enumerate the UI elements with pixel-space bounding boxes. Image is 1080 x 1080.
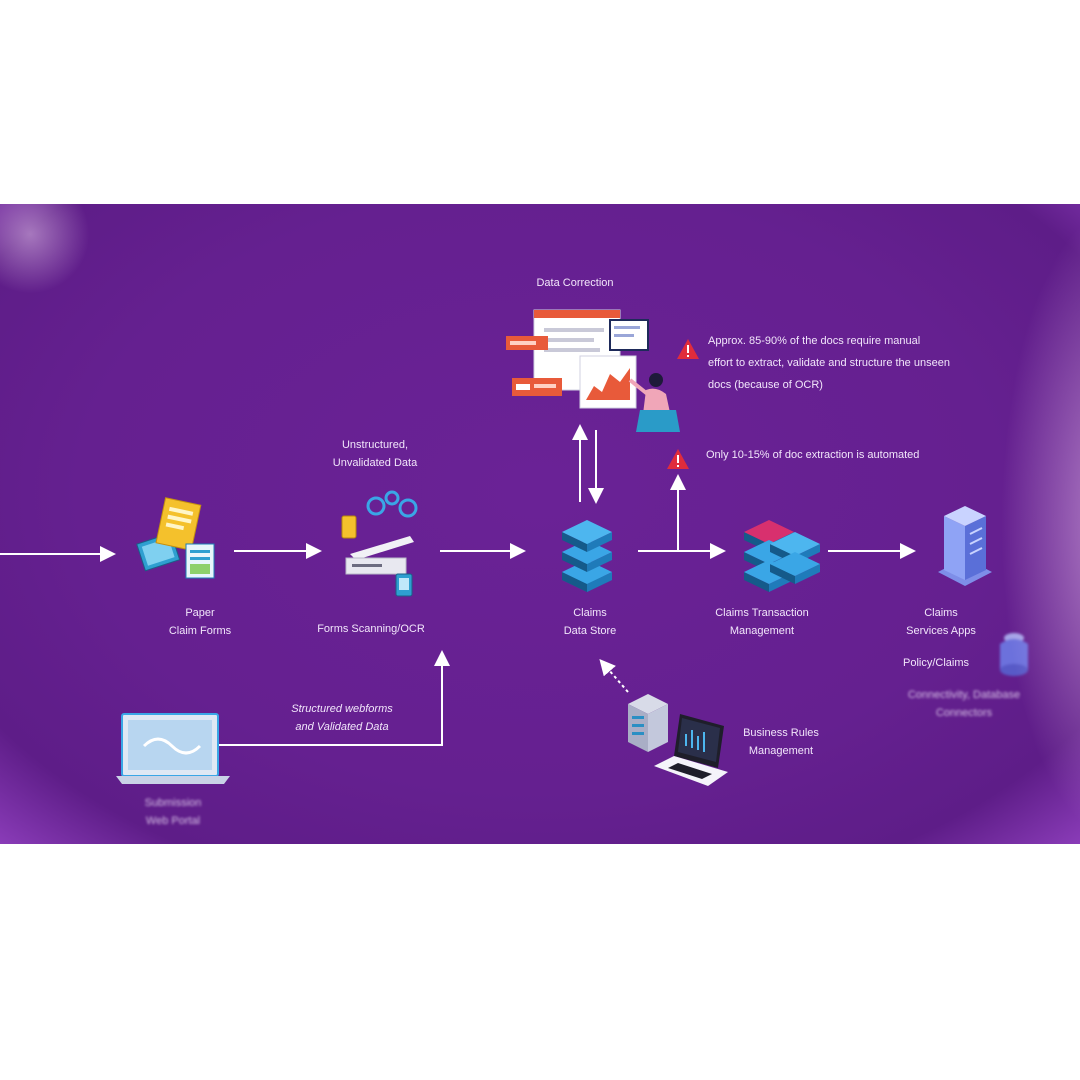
note1-line2: effort to extract, validate and structur… xyxy=(708,357,950,369)
policy-text: Policy/Claims xyxy=(902,657,969,669)
laptop-portal-icon xyxy=(116,713,230,784)
warning-icon-2 xyxy=(667,449,689,469)
label-structured-webforms: Structured webforms and Validated Data xyxy=(262,700,422,736)
connectors-line1: Connectivity, Database xyxy=(907,689,1021,701)
flow-arrows xyxy=(0,424,916,746)
transaction-line2: Management xyxy=(729,625,795,637)
services-line1: Claims xyxy=(924,607,958,619)
label-business-rules: Business Rules Management xyxy=(726,724,836,760)
data-correction-illustration xyxy=(506,309,680,432)
scanner-icon xyxy=(341,490,418,597)
structured-line2: and Validated Data xyxy=(295,721,389,733)
note2-text: Only 10-15% of doc extraction is automat… xyxy=(706,449,920,461)
data-correction-text: Data Correction xyxy=(536,277,614,289)
submit-line1: Submission xyxy=(144,797,202,809)
unstructured-line1: Unstructured, xyxy=(341,439,409,451)
note1-line3: docs (because of OCR) xyxy=(708,379,823,391)
label-paper-claim-forms: Paper Claim Forms xyxy=(140,604,260,640)
arrow-rules-to-store xyxy=(599,658,629,693)
label-claims-transaction: Claims Transaction Management xyxy=(702,604,822,640)
transaction-line1: Claims Transaction xyxy=(715,607,809,619)
label-forms-scanning: Forms Scanning/OCR xyxy=(306,620,436,638)
submit-line2: Web Portal xyxy=(145,815,201,827)
label-claims-services: Claims Services Apps xyxy=(896,604,986,640)
warning-icon-1 xyxy=(677,339,699,359)
label-claims-data-store: Claims Data Store xyxy=(540,604,640,640)
note1-line1: Approx. 85-90% of the docs require manua… xyxy=(708,335,921,347)
label-data-correction: Data Correction xyxy=(510,274,640,292)
rules-line1: Business Rules xyxy=(743,727,819,739)
rules-line2: Management xyxy=(748,745,814,757)
note-manual-effort: Approx. 85-90% of the docs require manua… xyxy=(708,330,950,396)
diagram-panel: Data Correction Unstructured, Unvalidate… xyxy=(0,204,1080,844)
structured-line1: Structured webforms xyxy=(291,703,393,715)
note-automation: Only 10-15% of doc extraction is automat… xyxy=(706,444,919,466)
label-unstructured: Unstructured, Unvalidated Data xyxy=(320,436,430,472)
paper-line2: Claim Forms xyxy=(168,625,232,637)
claims-transaction-icon xyxy=(744,520,820,592)
scanning-text: Forms Scanning/OCR xyxy=(317,623,425,635)
database-icon xyxy=(1000,633,1028,676)
connectors-line2: Connectors xyxy=(935,707,993,719)
unstructured-line2: Unvalidated Data xyxy=(332,457,418,469)
arrow-webforms-to-scan xyxy=(218,650,450,746)
label-submission-portal: Submission Web Portal xyxy=(118,794,228,830)
paper-forms-icon xyxy=(136,497,215,579)
services-line2: Services Apps xyxy=(906,625,976,637)
paper-line1: Paper xyxy=(185,607,215,619)
label-policy-claims: Policy/Claims xyxy=(886,654,986,672)
business-rules-illustration xyxy=(628,694,728,786)
services-tower-icon xyxy=(938,506,992,586)
label-connectors: Connectivity, Database Connectors xyxy=(892,686,1036,722)
claims-data-store-icon xyxy=(562,520,612,592)
store-line2: Data Store xyxy=(563,625,617,637)
store-line1: Claims xyxy=(573,607,607,619)
